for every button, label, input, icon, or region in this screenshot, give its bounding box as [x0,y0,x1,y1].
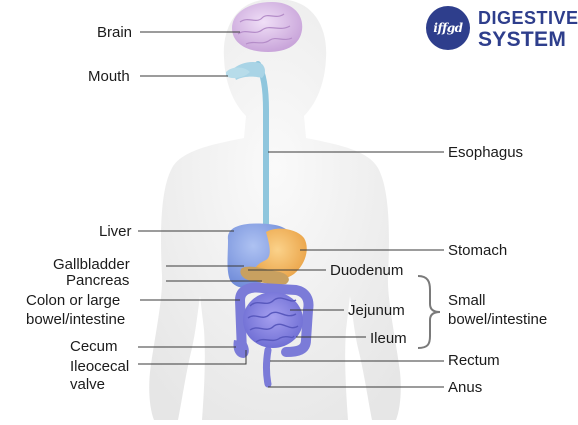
label-colon-line1: Colon or large [26,292,121,309]
label-liver: Liver [99,223,132,240]
leader-ileocecal [138,350,247,365]
label-ileocecal-line1: Ileocecal [70,358,130,375]
logo-title-line1: DIGESTIVE [478,8,578,28]
small-intestine [243,292,303,348]
iffgd-logo: iffgd DIGESTIVE SYSTEM [426,4,578,51]
stomach [253,228,307,282]
label-duodenum: Duodenum [330,262,404,279]
small-intestine-brace [417,275,441,349]
label-small-line1: Small [448,292,486,309]
label-pancreas: Pancreas [66,272,130,289]
label-stomach: Stomach [448,242,508,259]
label-colon-line2: bowel/intestine [26,311,126,328]
mouth-shape [226,67,250,79]
large-intestine [235,282,314,357]
label-esophagus: Esophagus [448,144,524,161]
small-intestine-coils [247,297,299,343]
label-ileum: Ileum [370,330,407,347]
cecum [233,340,249,358]
brain-folds [237,13,293,45]
label-ileocecal-line2: valve [70,376,106,393]
leader-lines [138,31,444,388]
label-gallbladder: Gallbladder [53,256,130,273]
label-cecum: Cecum [70,338,118,355]
rectum [263,346,272,388]
label-jejunum: Jejunum [348,302,405,319]
label-rectum: Rectum [448,352,500,369]
label-brain: Brain [97,24,133,41]
logo-mark: iffgd [426,6,470,50]
gallbladder-pancreas [240,266,289,285]
label-small-line2: bowel/intestine [448,311,548,328]
logo-title-line2: SYSTEM [478,28,567,51]
label-anus: Anus [448,379,483,396]
label-mouth: Mouth [88,68,130,85]
body-silhouette [149,0,401,420]
